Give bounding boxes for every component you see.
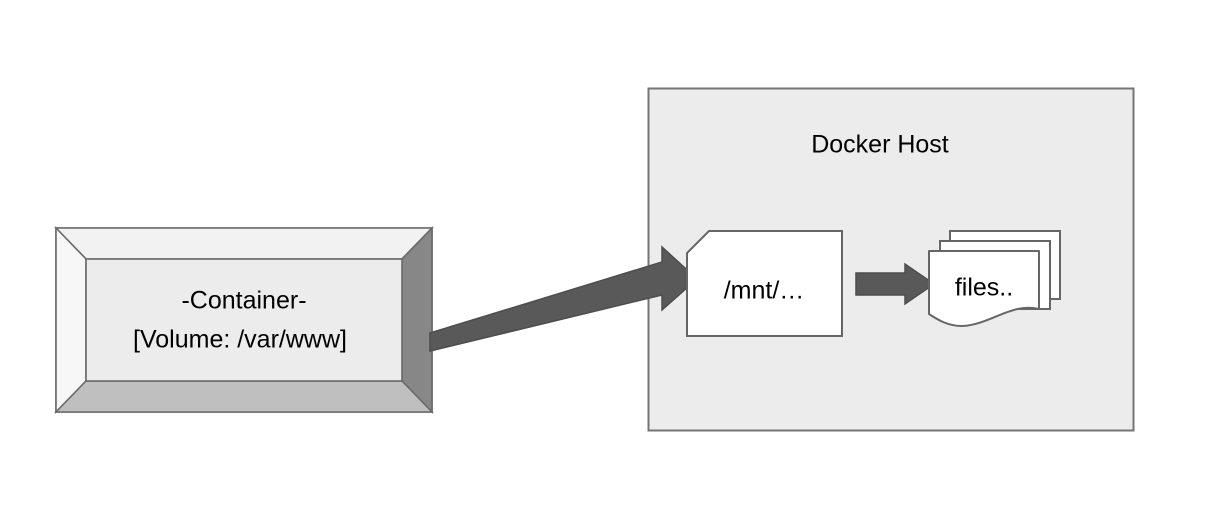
mount-to-files-arrow[interactable] (855, 262, 936, 306)
docker-host-label: Docker Host (811, 131, 949, 159)
container-bevel-bottom (54, 380, 434, 413)
mount-path-document[interactable]: /mnt/… (686, 230, 843, 337)
container-label-line2: [Volume: /var/www] (133, 326, 347, 354)
files-label: files.. (955, 274, 1013, 302)
container-bevel-top (54, 227, 434, 260)
container-inner-face (85, 258, 403, 382)
container-bevel-right (401, 226, 433, 414)
mount-to-files-arrow-shape (855, 262, 936, 306)
container-label-line1: -Container- (181, 287, 306, 315)
volume-mount-arrow[interactable] (429, 245, 699, 352)
files-document-stack[interactable]: files.. (928, 230, 1061, 327)
files-sheet-front (928, 250, 1040, 327)
volume-mount-arrow-shape (429, 245, 699, 352)
container-3d-box[interactable]: -Container- [Volume: /var/www] (54, 226, 434, 414)
mount-path-document-shape (686, 230, 843, 337)
mount-path-label: /mnt/… (724, 277, 805, 305)
container-bevel-left (55, 226, 87, 414)
